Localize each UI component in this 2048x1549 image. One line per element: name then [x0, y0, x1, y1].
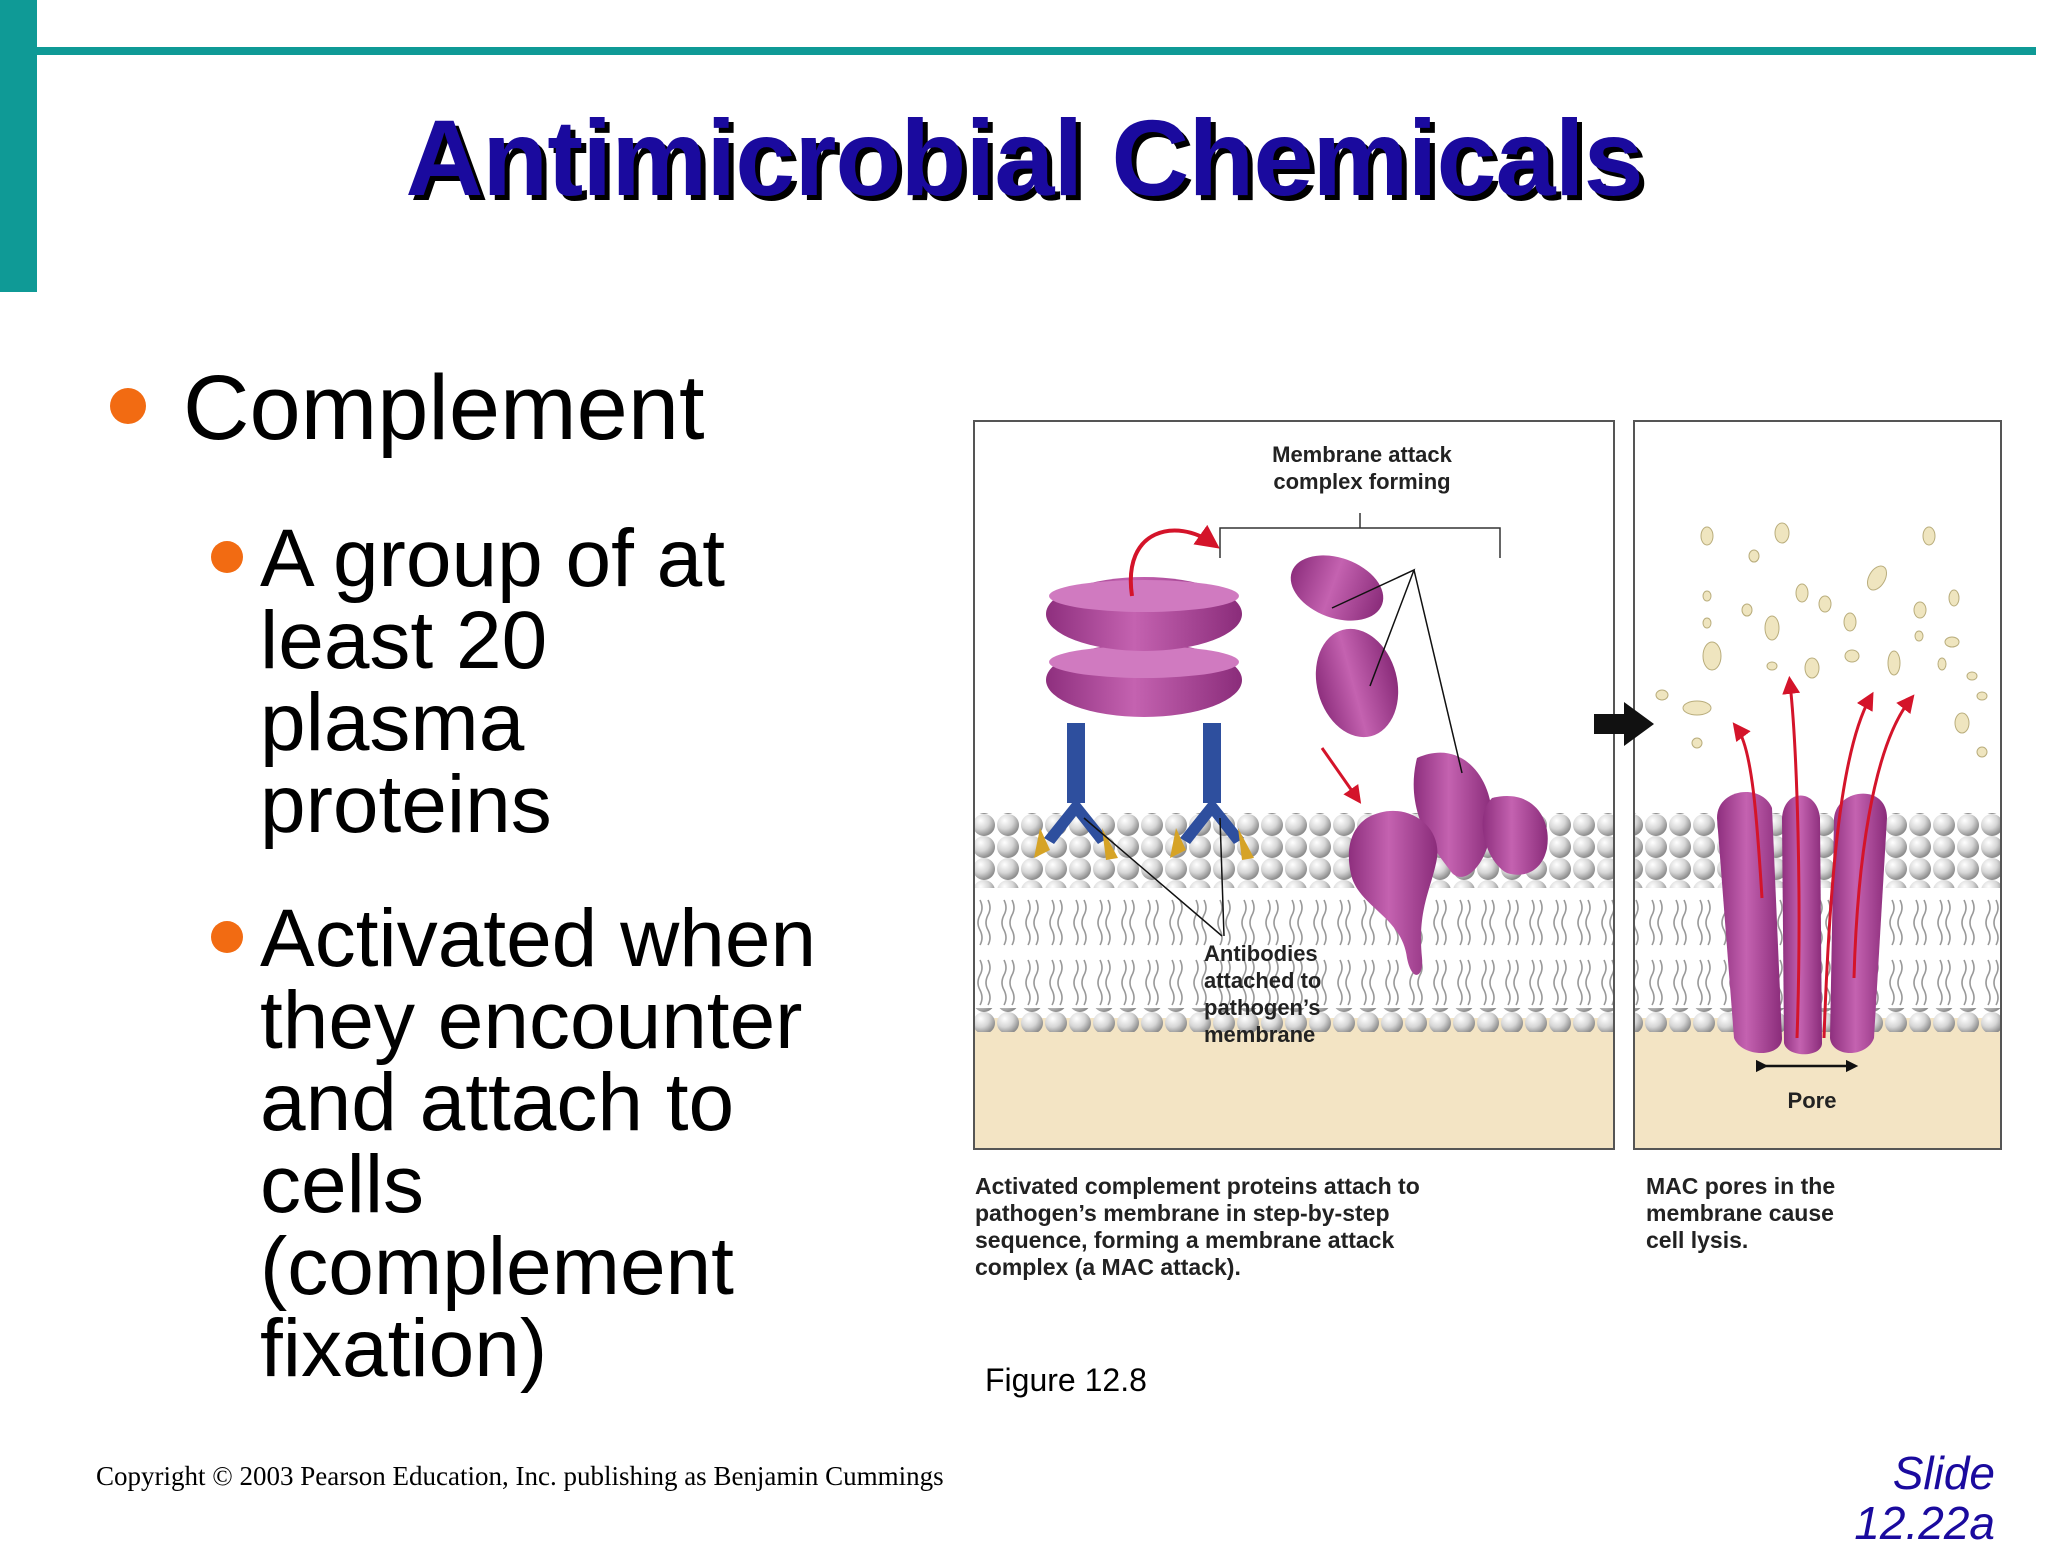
complement-c1 [1046, 577, 1242, 717]
label-mac-1: Membrane attack [1272, 442, 1453, 467]
complement-figure: Membrane attack complex forming [973, 420, 2002, 1150]
bullet-main: Complement [183, 357, 705, 459]
svg-text:pathogen’s: pathogen’s [1204, 995, 1321, 1020]
sub-bullet-dot [211, 921, 243, 953]
label-antibodies: Antibodies attached to pathogen’s membra… [1204, 941, 1321, 1047]
mac-pore [1717, 791, 1887, 1055]
slide-number-value: 12.22a [1854, 1497, 1995, 1549]
sequence-arrow [1594, 702, 1654, 746]
sub-bullet-1: A group of at least 20 plasma proteins [260, 513, 726, 850]
bullet-dot [110, 388, 146, 424]
accent-line [37, 47, 2036, 55]
svg-text:attached to: attached to [1204, 968, 1321, 993]
accent-bar [0, 0, 37, 292]
slide-number: Slide 12.22a [1810, 1448, 1995, 1548]
slide-title: Antimicrobial Chemicals [405, 97, 1643, 218]
slide-number-prefix: Slide [1892, 1447, 1995, 1499]
svg-text:membrane: membrane [1204, 1022, 1315, 1047]
sub-bullet-2: Activated when they encounter and attach… [260, 893, 817, 1394]
antibodies [1034, 723, 1254, 860]
svg-text:Antibodies: Antibodies [1204, 941, 1318, 966]
label-pore: Pore [1788, 1088, 1837, 1113]
sub-bullet-dot [211, 541, 243, 573]
label-mac-2: complex forming [1273, 469, 1450, 494]
panel-left [973, 420, 1615, 1150]
bracket [1219, 513, 1501, 558]
figure-label: Figure 12.8 [985, 1362, 1147, 1398]
cell-contents [1655, 522, 1988, 758]
caption-left: Activated complement proteins attach to … [975, 1173, 1420, 1280]
free-proteins [1290, 555, 1548, 975]
caption-right: MAC pores in the membrane cause cell lys… [1646, 1173, 1836, 1253]
copyright: Copyright © 2003 Pearson Education, Inc.… [96, 1461, 944, 1491]
